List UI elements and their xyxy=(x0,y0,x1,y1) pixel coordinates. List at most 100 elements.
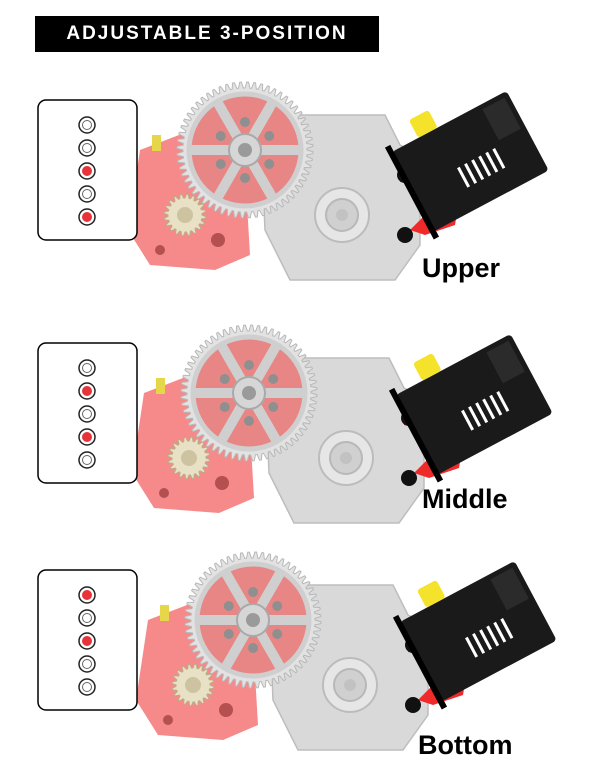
spur-gear-bolt xyxy=(264,131,275,141)
spur-gear-bolt xyxy=(215,131,226,141)
output-cup-center xyxy=(340,452,352,464)
indicator-hole-empty xyxy=(82,363,92,373)
motor-vent-slot xyxy=(485,151,499,173)
plate-hole xyxy=(155,245,165,255)
assembly-group xyxy=(132,324,552,524)
indicator-hole-empty xyxy=(82,143,92,153)
hole-indicator-card xyxy=(37,99,138,241)
motor-vent-slot xyxy=(461,409,475,431)
motor xyxy=(388,335,552,483)
indicator-hole-selected xyxy=(82,432,92,442)
motor-vent-slot xyxy=(500,618,514,639)
pinion-hub xyxy=(185,677,201,693)
indicator-hole-empty xyxy=(82,682,92,692)
plate-hole xyxy=(219,703,233,717)
motor-vent-slot xyxy=(475,402,489,424)
mount-screw-lower xyxy=(397,227,413,243)
motor-vent-slot xyxy=(457,166,471,188)
spur-gear-center xyxy=(246,613,260,627)
assembly-group xyxy=(128,81,548,281)
yellow-tab xyxy=(152,135,161,151)
motor-vent-slot xyxy=(468,406,482,427)
spur-gear-rim xyxy=(186,91,304,209)
motor-vent-slot xyxy=(492,148,506,169)
indicator-hole-empty xyxy=(82,189,92,199)
plate-hole xyxy=(159,488,169,498)
yellow-tab xyxy=(156,378,165,394)
spur-gear-bolt xyxy=(219,374,230,384)
position-label-middle: Middle xyxy=(422,484,508,514)
motor-vent-slot xyxy=(465,636,479,658)
spur-gear-center xyxy=(242,386,256,400)
spur-gear-rim xyxy=(190,334,308,452)
mount-screw-lower xyxy=(405,697,421,713)
assembly-group xyxy=(136,551,556,751)
gearbox-assembly-middle xyxy=(37,324,552,524)
motor-face-plate xyxy=(392,614,448,710)
spur-gear-bolt xyxy=(215,159,226,169)
indicator-hole-selected xyxy=(82,212,92,222)
pinion-hub xyxy=(177,207,193,223)
spur-gear-bolt xyxy=(223,601,234,611)
spur-gear-bolt xyxy=(268,374,279,384)
spur-gear-bolt xyxy=(248,643,258,653)
title-banner: ADJUSTABLE 3-POSITION xyxy=(35,16,379,52)
motor-face-plate xyxy=(388,387,444,483)
indicator-hole-selected xyxy=(82,166,92,176)
motor-vent-slot xyxy=(478,155,492,177)
spur-gear-bolt xyxy=(244,360,254,370)
stage-middle: Middle xyxy=(0,298,600,548)
position-label-upper: Upper xyxy=(422,253,501,283)
motor-vent-slot xyxy=(479,629,493,651)
indicator-hole-selected xyxy=(82,386,92,396)
motor-vent-slot xyxy=(486,625,500,647)
gearbox-assembly-bottom xyxy=(37,551,556,751)
spur-gear-bolt xyxy=(244,416,254,426)
position-label-bottom: Bottom xyxy=(418,730,513,760)
motor-vent-slot xyxy=(472,633,486,654)
spur-gear-bolt xyxy=(268,402,279,412)
title-text: ADJUSTABLE 3-POSITION xyxy=(66,23,348,44)
indicator-hole-empty xyxy=(82,455,92,465)
plate-hole xyxy=(215,476,229,490)
motor-can-end xyxy=(482,97,521,141)
spur-gear-bolt xyxy=(272,601,283,611)
motor-vent-slot xyxy=(471,159,485,181)
indicator-hole-empty xyxy=(82,409,92,419)
stage-bottom: Bottom xyxy=(0,525,600,775)
motor-vent-slot xyxy=(496,391,510,412)
motor-yellow-badge xyxy=(417,580,445,607)
indicator-hole-empty xyxy=(82,120,92,130)
motor xyxy=(384,92,548,240)
hole-indicator-card xyxy=(37,342,138,484)
motor-can-end xyxy=(490,567,529,611)
plate-hole xyxy=(163,715,173,725)
indicator-hole-empty xyxy=(82,659,92,669)
spur-gear-bolt xyxy=(240,173,250,183)
spur-gear-bolt xyxy=(264,159,275,169)
spur-gear-bolt xyxy=(248,587,258,597)
gearbox-assembly-upper xyxy=(37,81,548,281)
motor-face-plate xyxy=(384,144,440,240)
motor-vent-slot xyxy=(464,163,478,184)
spur-gear-bolt xyxy=(219,402,230,412)
pinion-hub xyxy=(181,450,197,466)
indicator-hole-selected xyxy=(82,636,92,646)
output-cup-center xyxy=(336,209,348,221)
output-cup-center xyxy=(344,679,356,691)
motor xyxy=(392,562,556,710)
motor-yellow-badge xyxy=(413,353,441,380)
spur-gear-bolt xyxy=(240,117,250,127)
motor-vent-slot xyxy=(493,621,507,643)
motor-can-end xyxy=(486,340,525,384)
spur-gear-bolt xyxy=(272,629,283,639)
motor-vent-slot xyxy=(489,394,503,416)
yellow-tab xyxy=(160,605,169,621)
motor-vent-slot xyxy=(482,398,496,420)
indicator-hole-empty xyxy=(82,613,92,623)
plate-hole xyxy=(211,233,225,247)
spur-gear-center xyxy=(238,143,252,157)
spur-gear-bolt xyxy=(223,629,234,639)
spur-gear-rim xyxy=(194,561,312,679)
motor-yellow-badge xyxy=(409,110,437,137)
